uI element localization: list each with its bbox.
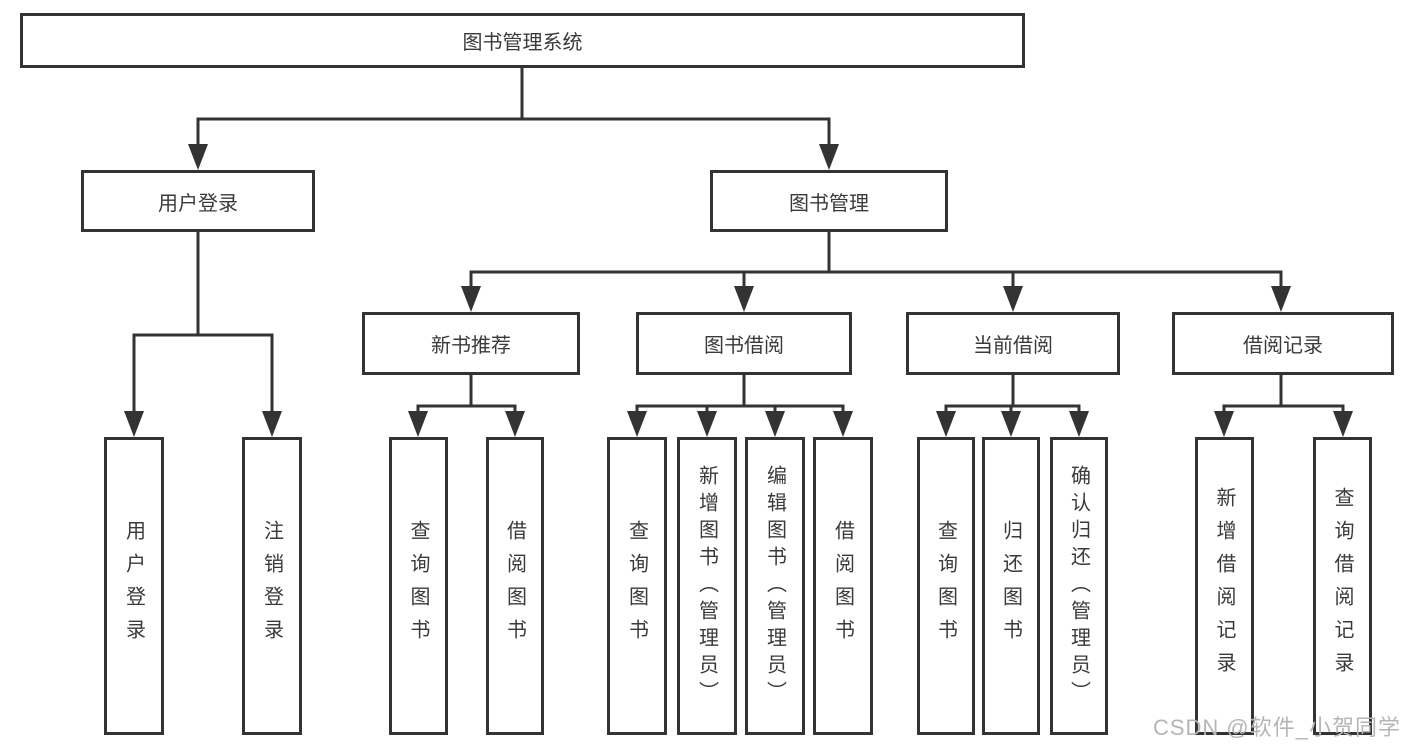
leaf-return-books: 归还图书 <box>982 437 1040 735</box>
leaf-user-login: 用户登录 <box>104 437 164 735</box>
leaf-query-books-borrowing: 查询图书 <box>607 437 667 735</box>
leaf-logout: 注销登录 <box>242 437 302 735</box>
node-user-login: 用户登录 <box>81 170 315 232</box>
node-new-book-recommend: 新书推荐 <box>362 312 580 375</box>
leaf-query-books-recommend: 查询图书 <box>389 437 448 735</box>
node-current-borrowing: 当前借阅 <box>906 312 1120 375</box>
watermark: CSDN @软件_小贺同学 <box>1152 715 1401 740</box>
node-borrowing-records: 借阅记录 <box>1172 312 1394 375</box>
leaf-borrow-books-recommend: 借阅图书 <box>486 437 544 735</box>
leaf-confirm-return-admin: 确认归还（管理员） <box>1050 437 1108 735</box>
leaf-add-book-admin: 新增图书（管理员） <box>677 437 737 735</box>
leaf-query-books-current: 查询图书 <box>917 437 975 735</box>
node-book-borrowing: 图书借阅 <box>636 312 852 375</box>
leaf-query-borrow-record: 查询借阅记录 <box>1313 437 1372 735</box>
leaf-add-borrow-record: 新增借阅记录 <box>1195 437 1254 735</box>
leaf-borrow-books-borrowing: 借阅图书 <box>813 437 873 735</box>
node-book-management: 图书管理 <box>710 170 948 232</box>
node-root: 图书管理系统 <box>20 13 1025 68</box>
leaf-edit-book-admin: 编辑图书（管理员） <box>745 437 805 735</box>
